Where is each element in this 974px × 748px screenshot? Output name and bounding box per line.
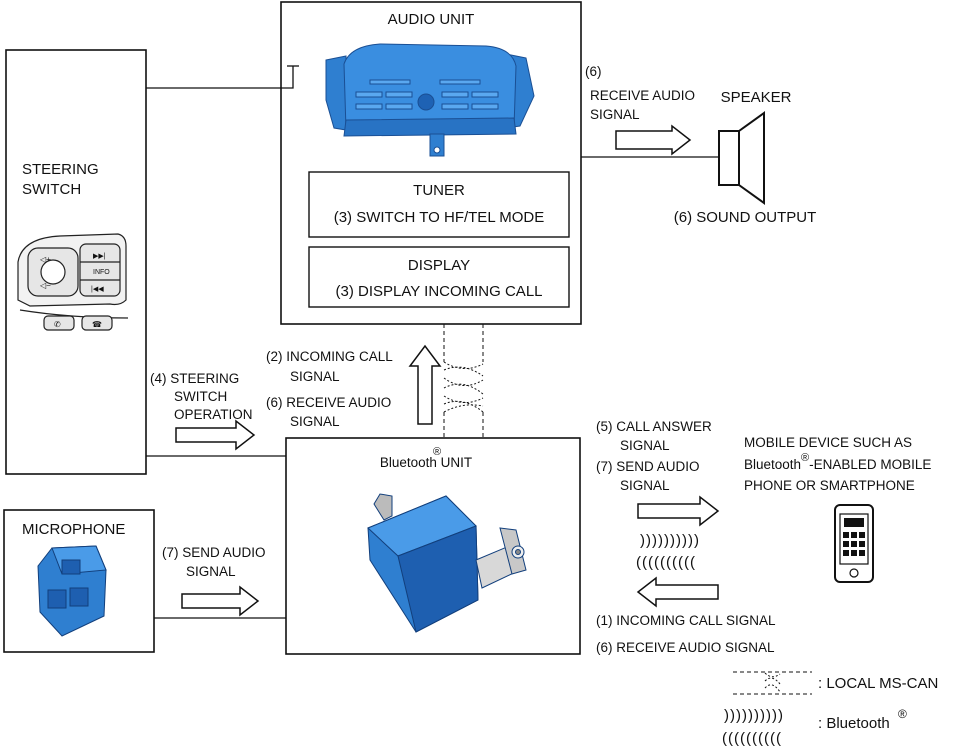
- mobile-device-line2-reg: ®: [801, 452, 809, 464]
- speaker-signal-line2: SIGNAL: [590, 107, 640, 122]
- legend: : LOCAL MS-CAN )))))))))) (((((((((( : B…: [722, 671, 938, 747]
- microphone-illustration: [37, 545, 107, 637]
- tuner-box: [308, 171, 570, 238]
- legend-bt-reg: ®: [898, 707, 907, 721]
- arrow-from-mobile: [636, 576, 719, 608]
- arrow-to-mobile: [637, 495, 720, 527]
- legend-bt-label: : Bluetooth: [818, 715, 890, 732]
- speaker-title: SPEAKER: [721, 89, 792, 106]
- steering-info-button-label: INFO: [93, 269, 110, 276]
- mobile-device-line3: PHONE OR SMARTPHONE: [744, 478, 915, 493]
- from-mobile-labels: (1) INCOMING CALL SIGNAL (6) RECEIVE AUD…: [596, 613, 776, 655]
- tuner-title: TUNER: [413, 182, 465, 199]
- display-action: (3) DISPLAY INCOMING CALL: [336, 283, 543, 300]
- speaker-block: (6) RECEIVE AUDIO SIGNAL SPEAKER (6) SOU…: [581, 64, 816, 226]
- mobile-device-line2-b: -ENABLED MOBILE: [809, 457, 931, 472]
- mobile-device-line2: Bluetooth®-ENABLED MOBILE: [744, 452, 931, 472]
- to-mobile-labels: (5) CALL ANSWER SIGNAL (7) SEND AUDIO SI…: [596, 419, 712, 493]
- legend-can-label: : LOCAL MS-CAN: [818, 675, 938, 692]
- audio-unit-title: AUDIO UNIT: [388, 11, 475, 28]
- to-mobile-line2: SIGNAL: [620, 438, 670, 453]
- steering-switch-block: STEERING SWITCH INFO ◁+ ◁− ▶▶| |◀◀ ✆ ☎: [5, 49, 147, 475]
- signal-incoming-call-line1: (2) INCOMING CALL: [266, 349, 393, 364]
- speaker-icon: [718, 111, 765, 205]
- steering-operation-labels: (4) STEERING SWITCH OPERATION: [150, 371, 253, 422]
- steering-switch-title-line2: SWITCH: [22, 181, 81, 198]
- microphone-title: MICROPHONE: [22, 521, 125, 538]
- bluetooth-wave-out: )))))))))): [640, 532, 700, 549]
- bluetooth-wave-in: ((((((((((: [636, 554, 696, 571]
- from-mobile-line1: (1) INCOMING CALL SIGNAL: [596, 613, 776, 628]
- audio-unit-illustration: [325, 43, 535, 157]
- signals-to-audio-labels: (2) INCOMING CALL SIGNAL (6) RECEIVE AUD…: [266, 349, 393, 429]
- speaker-signal-line1: RECEIVE AUDIO: [590, 88, 695, 103]
- mobile-device-line1: MOBILE DEVICE SUCH AS: [744, 435, 912, 450]
- from-mobile-line2: (6) RECEIVE AUDIO SIGNAL: [596, 640, 775, 655]
- microphone-block: MICROPHONE (7) SEND AUDIO SIGNAL: [3, 509, 286, 653]
- steering-switch-title-line1: STEERING: [22, 161, 99, 178]
- bluetooth-unit-illustration: [367, 493, 527, 633]
- legend-wave-in: ((((((((((: [722, 730, 782, 747]
- mobile-device-line2-a: Bluetooth: [744, 457, 801, 472]
- to-mobile-line4: SIGNAL: [620, 478, 670, 493]
- bluetooth-unit-block: Bluetooth UNIT ®: [285, 437, 581, 655]
- tuner-action: (3) SWITCH TO HF/TEL MODE: [334, 209, 545, 226]
- wire-steering-to-bluetooth: [146, 455, 304, 476]
- signal-receive-audio-line2: SIGNAL: [290, 414, 340, 429]
- legend-wave-out: )))))))))): [724, 707, 784, 724]
- steering-operation-line1: (4) STEERING: [150, 371, 239, 386]
- arrow-steering-operation: [175, 419, 256, 451]
- signal-receive-audio-line1: (6) RECEIVE AUDIO: [266, 395, 391, 410]
- speaker-output: (6) SOUND OUTPUT: [674, 209, 817, 226]
- display-box: [308, 246, 570, 308]
- mobile-device-block: MOBILE DEVICE SUCH AS Bluetooth®-ENABLED…: [744, 435, 931, 583]
- display-title: DISPLAY: [408, 257, 470, 274]
- signal-incoming-call-line2: SIGNAL: [290, 369, 340, 384]
- mic-signal-line1: (7) SEND AUDIO: [162, 545, 266, 560]
- speaker-signal-number: (6): [585, 64, 602, 79]
- audio-unit-block: AUDIO UNIT TUNER (3) SWITCH TO HF/TEL MO…: [280, 1, 582, 325]
- svg-text:◁−: ◁−: [40, 281, 51, 290]
- hang-up-icon: ☎: [92, 320, 102, 329]
- svg-text:◁+: ◁+: [40, 255, 51, 264]
- phone-icon: ✆: [54, 320, 61, 329]
- legend-can-symbol: [733, 671, 812, 695]
- mobile-phone-icon: [834, 504, 874, 583]
- bluetooth-unit-reg: ®: [433, 446, 441, 458]
- steering-button-icons: ◁+ ◁− ▶▶| |◀◀ ✆ ☎: [40, 253, 106, 329]
- ms-can-bus: [443, 324, 484, 438]
- svg-text:|◀◀: |◀◀: [91, 286, 104, 293]
- arrow-to-audio-unit: [408, 344, 442, 425]
- wire-steering-to-audio: [146, 65, 299, 89]
- steering-switch-illustration: [17, 233, 129, 331]
- mic-signal-line2: SIGNAL: [186, 564, 236, 579]
- steering-operation-line3: OPERATION: [174, 407, 253, 422]
- to-mobile-line1: (5) CALL ANSWER: [596, 419, 712, 434]
- arrow-microphone-signal: [181, 585, 260, 617]
- arrow-to-speaker: [615, 124, 692, 156]
- to-mobile-line3: (7) SEND AUDIO: [596, 459, 700, 474]
- steering-operation-line2: SWITCH: [174, 389, 227, 404]
- svg-text:▶▶|: ▶▶|: [93, 253, 106, 260]
- bluetooth-unit-title: Bluetooth UNIT: [380, 455, 472, 470]
